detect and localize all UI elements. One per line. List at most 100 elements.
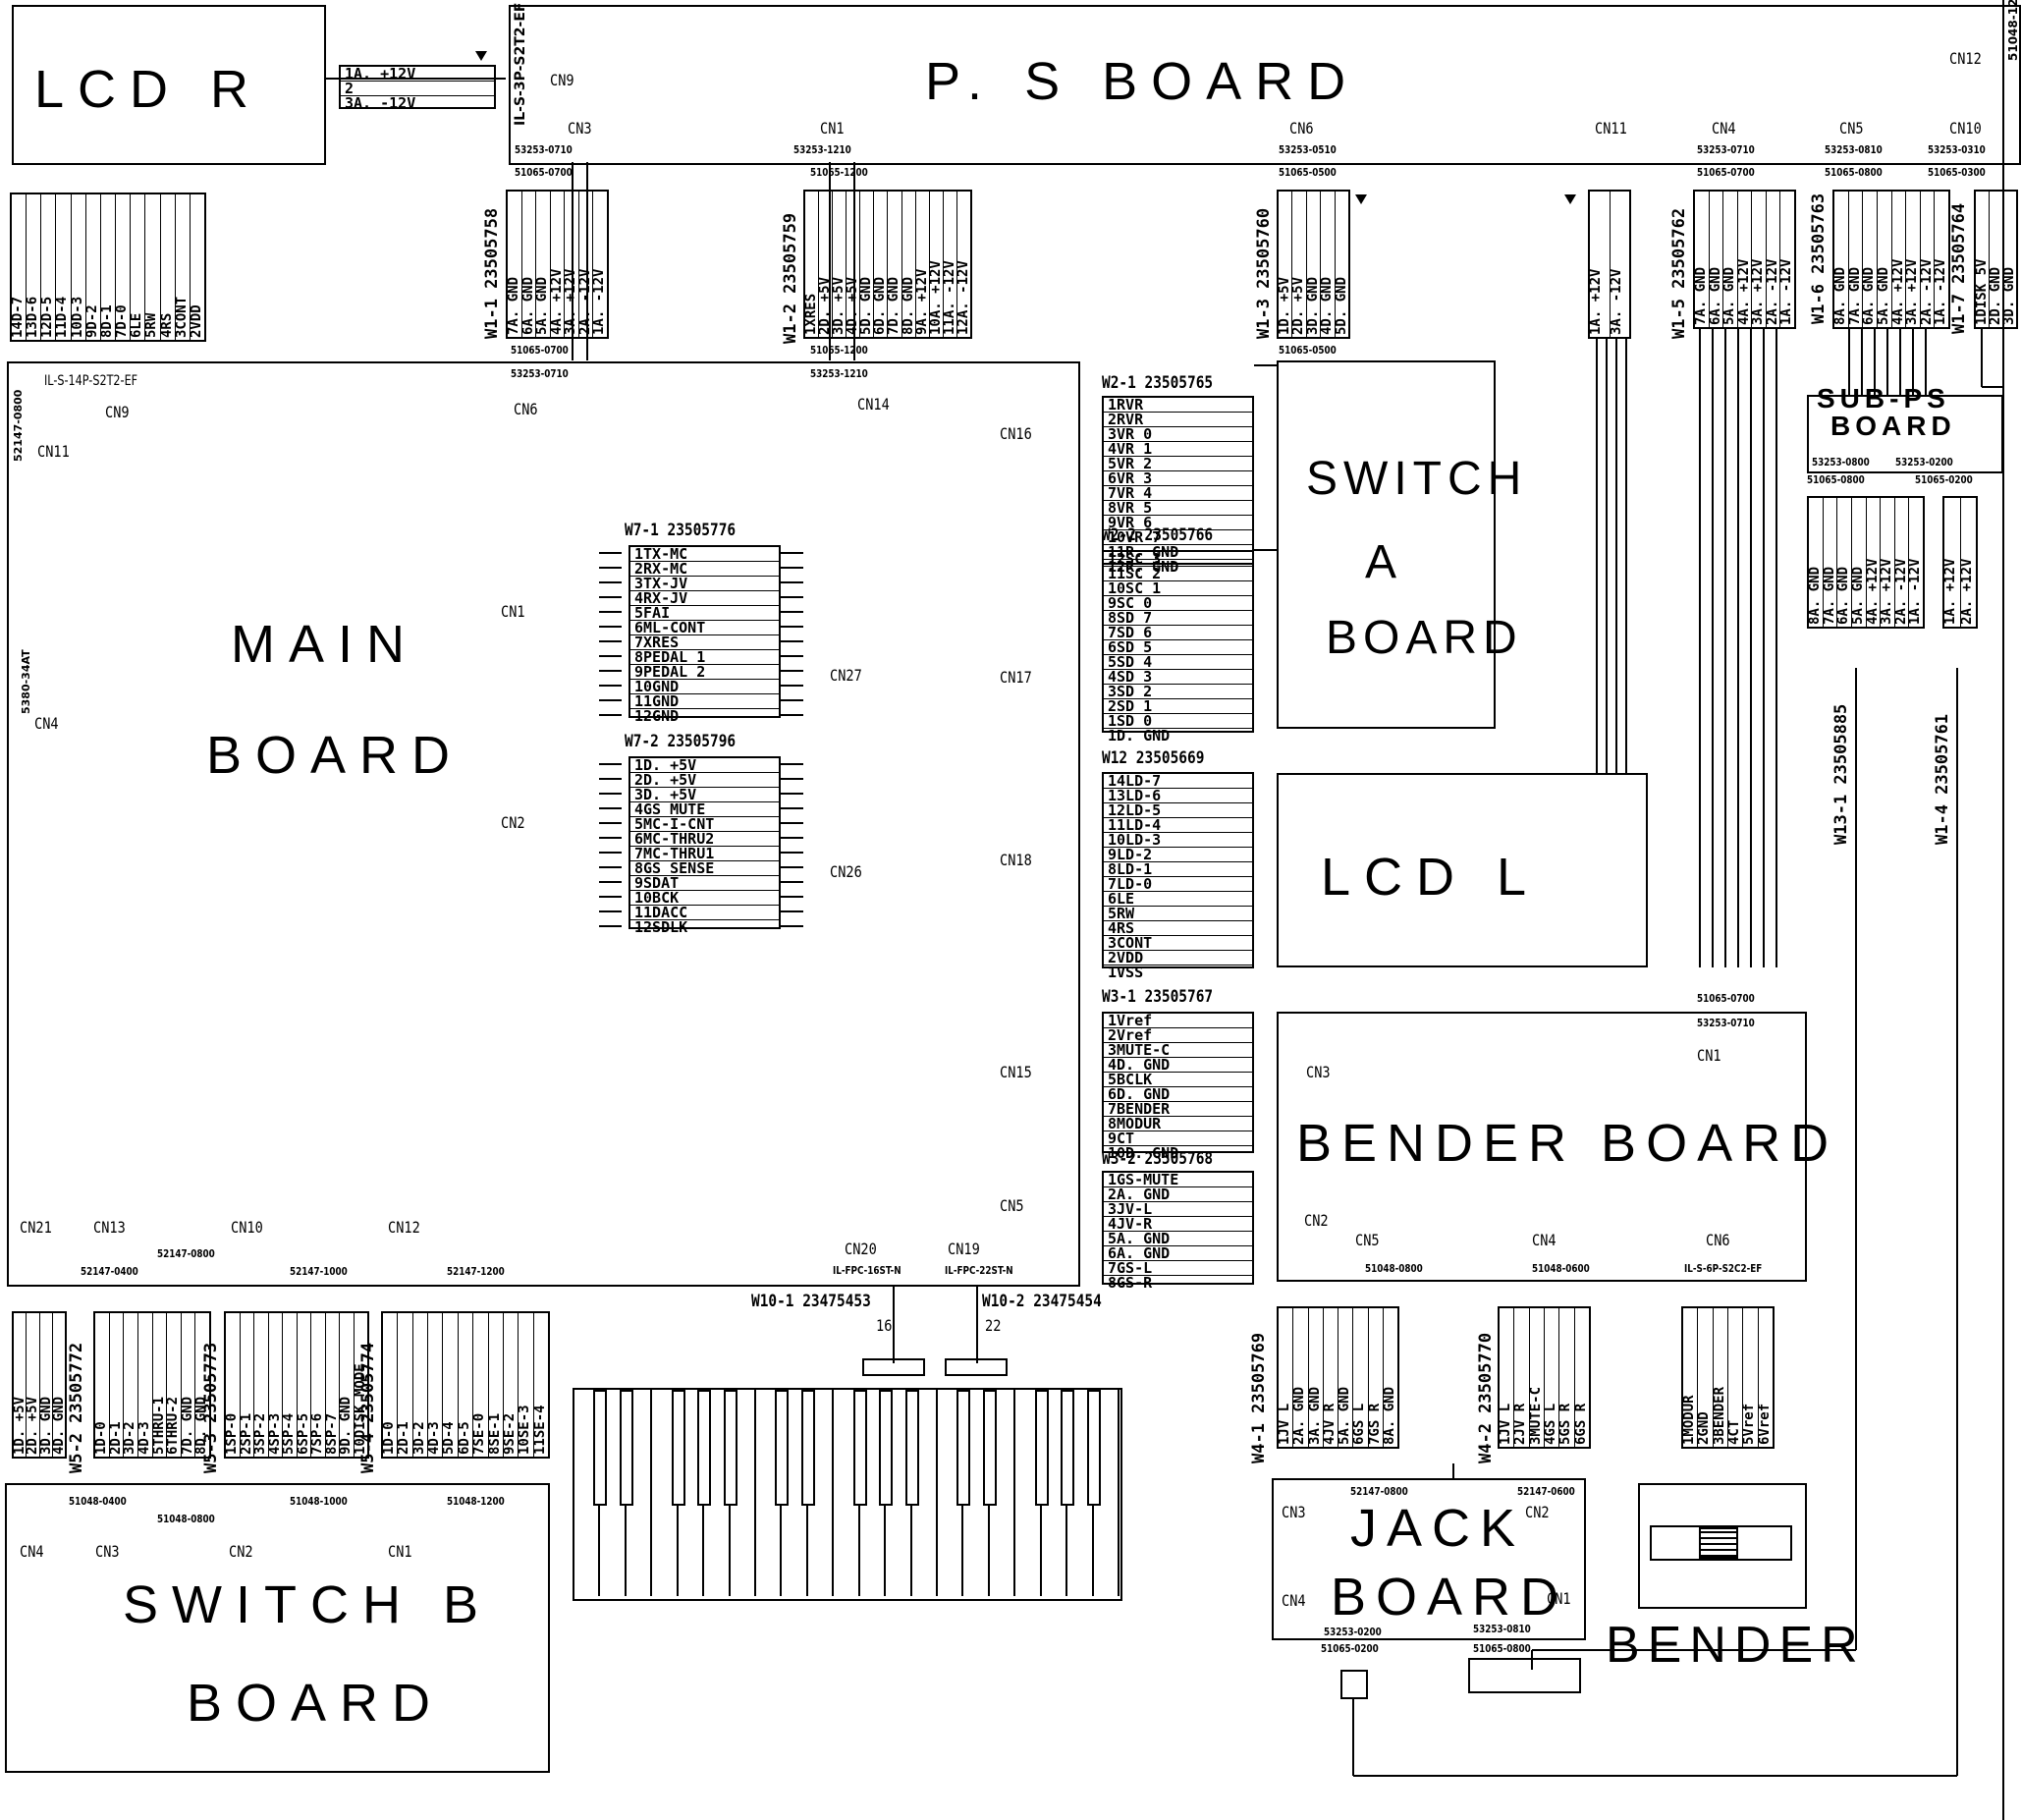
black-key [1061, 1390, 1075, 1506]
pin-label: 3D-2 [412, 1421, 427, 1455]
pin-label: 2A. GND [1293, 1386, 1308, 1445]
pin-label: 2A. +12V [1960, 558, 1975, 625]
pin-label: 1JV L [1279, 1404, 1292, 1445]
jack-cn1-part: 53253-0810 [1473, 1623, 1531, 1635]
bender-cn6-connector: 1MODUR 2GND 3BENDER 4CT 5Vref 6Vref [1681, 1306, 1775, 1449]
pin: 6A. GND [1710, 192, 1724, 327]
pin-label: 1SP-0 [226, 1412, 240, 1455]
pin-label: 3A. +12V [565, 268, 579, 335]
pin: 6A. GND [1837, 498, 1852, 627]
bender-board-title: BENDER BOARD [1296, 1114, 1839, 1173]
pin-label: 2A. -12V [1766, 258, 1780, 325]
pin-label: 9D-2 [85, 304, 100, 338]
pin-label: 2D. +5V [27, 1396, 40, 1455]
sub-ps-cn3-part: 53253-0200 [1895, 456, 1953, 469]
pin: 6SD 5 [1104, 640, 1252, 655]
pin: 7GS-L [1104, 1261, 1252, 1276]
main-cn19-label: CN19 [948, 1240, 980, 1258]
switch-a-board [1277, 360, 1496, 729]
pin-label: 5A. GND [1851, 566, 1866, 625]
w1-2-wire: 51065-1200 [810, 344, 868, 357]
pin: 1JV L [1279, 1308, 1294, 1447]
pin-label: 4RS [160, 312, 175, 338]
pin: 2VDD [1104, 951, 1252, 965]
pin-label: 4A. +12V [1891, 258, 1906, 325]
pin: 5RW [1104, 907, 1252, 921]
pin-label: 8D-1 [100, 304, 115, 338]
pin: 13D-6 [27, 194, 42, 340]
pin: 6ML-CONT [630, 621, 779, 635]
pin-label: 1DISK 5V [1976, 258, 1990, 325]
lcd-l-title: LCD L [1321, 848, 1541, 907]
pin: 2A. -12V [1895, 498, 1910, 627]
pin-label: 5D-4 [443, 1421, 458, 1455]
pin: 1Vref [1104, 1014, 1252, 1028]
w5-2-label: W5-2 23505772 [67, 1342, 86, 1473]
pin-label: 6A. GND [1709, 266, 1723, 325]
lcd-r-bus-connector: 14D-7 13D-6 12D-5 11D-4 10D-3 9D-2 8D-1 … [10, 193, 206, 342]
main-cn11-label: CN11 [37, 442, 70, 461]
w7-1-label: W7-1 23505776 [625, 521, 737, 540]
pin: 11D-4 [56, 194, 72, 340]
w1-3-label: W1-3 23505760 [1254, 207, 1274, 339]
pin-label: 5A. GND [1338, 1386, 1352, 1445]
pin: 14D-7 [12, 194, 27, 340]
pin: 5FAI [630, 606, 779, 621]
pin: 6GS R [1575, 1308, 1589, 1447]
pin: 2VDD [191, 194, 204, 340]
pin: 2RVR [1104, 413, 1252, 427]
w10-2-connector [945, 1358, 1008, 1376]
pin: 4SD 3 [1104, 670, 1252, 685]
jack-cn1-label: CN1 [1547, 1589, 1571, 1608]
pin: 11SC 2 [1104, 567, 1252, 581]
white-key [1094, 1390, 1120, 1596]
pin-label: 1D. +5V [14, 1396, 27, 1455]
pin: 3A. +12V [565, 192, 579, 337]
cn11-connector: 1A. +12V 3A. -12V [1588, 190, 1631, 339]
pin: 2A. -12V [1921, 192, 1936, 327]
ps-cn1-wire: 51065-1200 [810, 166, 868, 179]
pin-label: 5D. GND [1335, 276, 1349, 335]
w3-2-label: W3-2 23505768 [1102, 1149, 1214, 1169]
pin-label: 2A. -12V [578, 268, 593, 335]
bender-lever-icon [1650, 1525, 1792, 1561]
pin: 11SE-4 [534, 1313, 548, 1457]
white-key [808, 1390, 835, 1596]
main-cn1-label: CN1 [501, 602, 525, 621]
pin-label: 4JV R [1323, 1404, 1338, 1445]
ps-board-title: P. S BOARD [925, 52, 1360, 111]
pin-label: 1D-0 [383, 1421, 397, 1455]
pin: 5A. GND [536, 192, 551, 337]
pin-label: 7SP-6 [311, 1412, 325, 1455]
bender-cn2-label: CN2 [1304, 1211, 1329, 1230]
pin: 8A. GND [1834, 192, 1849, 327]
main-cn13-part: 52147-0800 [157, 1247, 215, 1260]
main-cn5-label: CN5 [1000, 1196, 1024, 1215]
pin: 1A. +12V [1590, 192, 1611, 337]
w5-3-connector: 1SP-0 2SP-1 3SP-2 4SP-3 5SP-4 6SP-5 7SP-… [224, 1311, 369, 1459]
ps-cn6-wire: 51065-0500 [1279, 166, 1337, 179]
pin: 11R. GND [1104, 545, 1252, 560]
main-cn15-label: CN15 [1000, 1063, 1032, 1081]
pin-label: 6A. GND [1863, 266, 1878, 325]
bender-cn6-label: CN6 [1706, 1231, 1730, 1249]
ps-cn5-part: 53253-0810 [1825, 143, 1883, 156]
pin: 1A. -12V [1780, 192, 1794, 327]
pin-label: 5A. GND [536, 276, 551, 335]
pin: 5BCLK [1104, 1073, 1252, 1087]
pin: 3SP-2 [254, 1313, 269, 1457]
pin: 6A. GND [1104, 1246, 1252, 1261]
pin: 2GND [1698, 1308, 1714, 1447]
pin-label: 3MUTE-C [1529, 1386, 1544, 1445]
pin: 10SC 1 [1104, 581, 1252, 596]
black-key [982, 1390, 997, 1506]
pin: 12LD-5 [1104, 803, 1252, 818]
pin-label: 7D-0 [116, 304, 131, 338]
pin: 4D-3 [428, 1313, 444, 1457]
main-cn2-label: CN2 [501, 813, 525, 832]
pin-label: 5A. GND [1877, 266, 1891, 325]
